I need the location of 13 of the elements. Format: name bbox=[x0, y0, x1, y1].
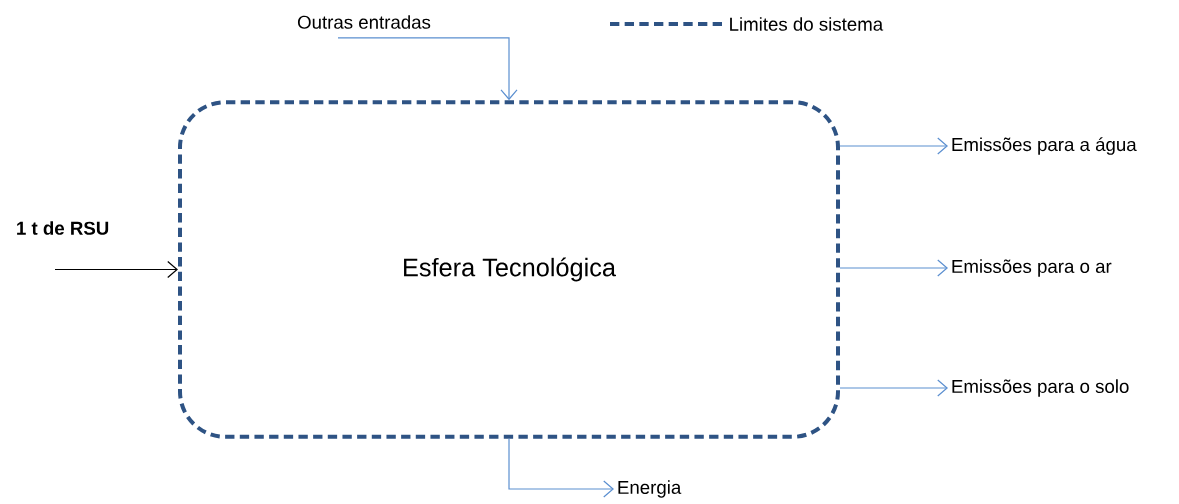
arrow bbox=[54, 260, 178, 279]
flow-label: Energia bbox=[618, 480, 682, 498]
flow-label: Emissões para o solo bbox=[952, 379, 1129, 397]
flow-label: Outras entradas bbox=[297, 15, 431, 29]
arrow bbox=[839, 379, 948, 397]
input-label: 1 t de RSU bbox=[17, 221, 109, 235]
flow-label: Emissões para a água bbox=[952, 137, 1137, 155]
system-boundary-box: Esfera Tecnológica bbox=[178, 100, 840, 439]
flow-label: Emissões para o ar bbox=[952, 259, 1112, 277]
legend-text: Limites do sistema bbox=[730, 17, 884, 31]
arrow bbox=[839, 137, 948, 155]
arrow bbox=[508, 438, 614, 498]
arrow bbox=[839, 259, 948, 277]
